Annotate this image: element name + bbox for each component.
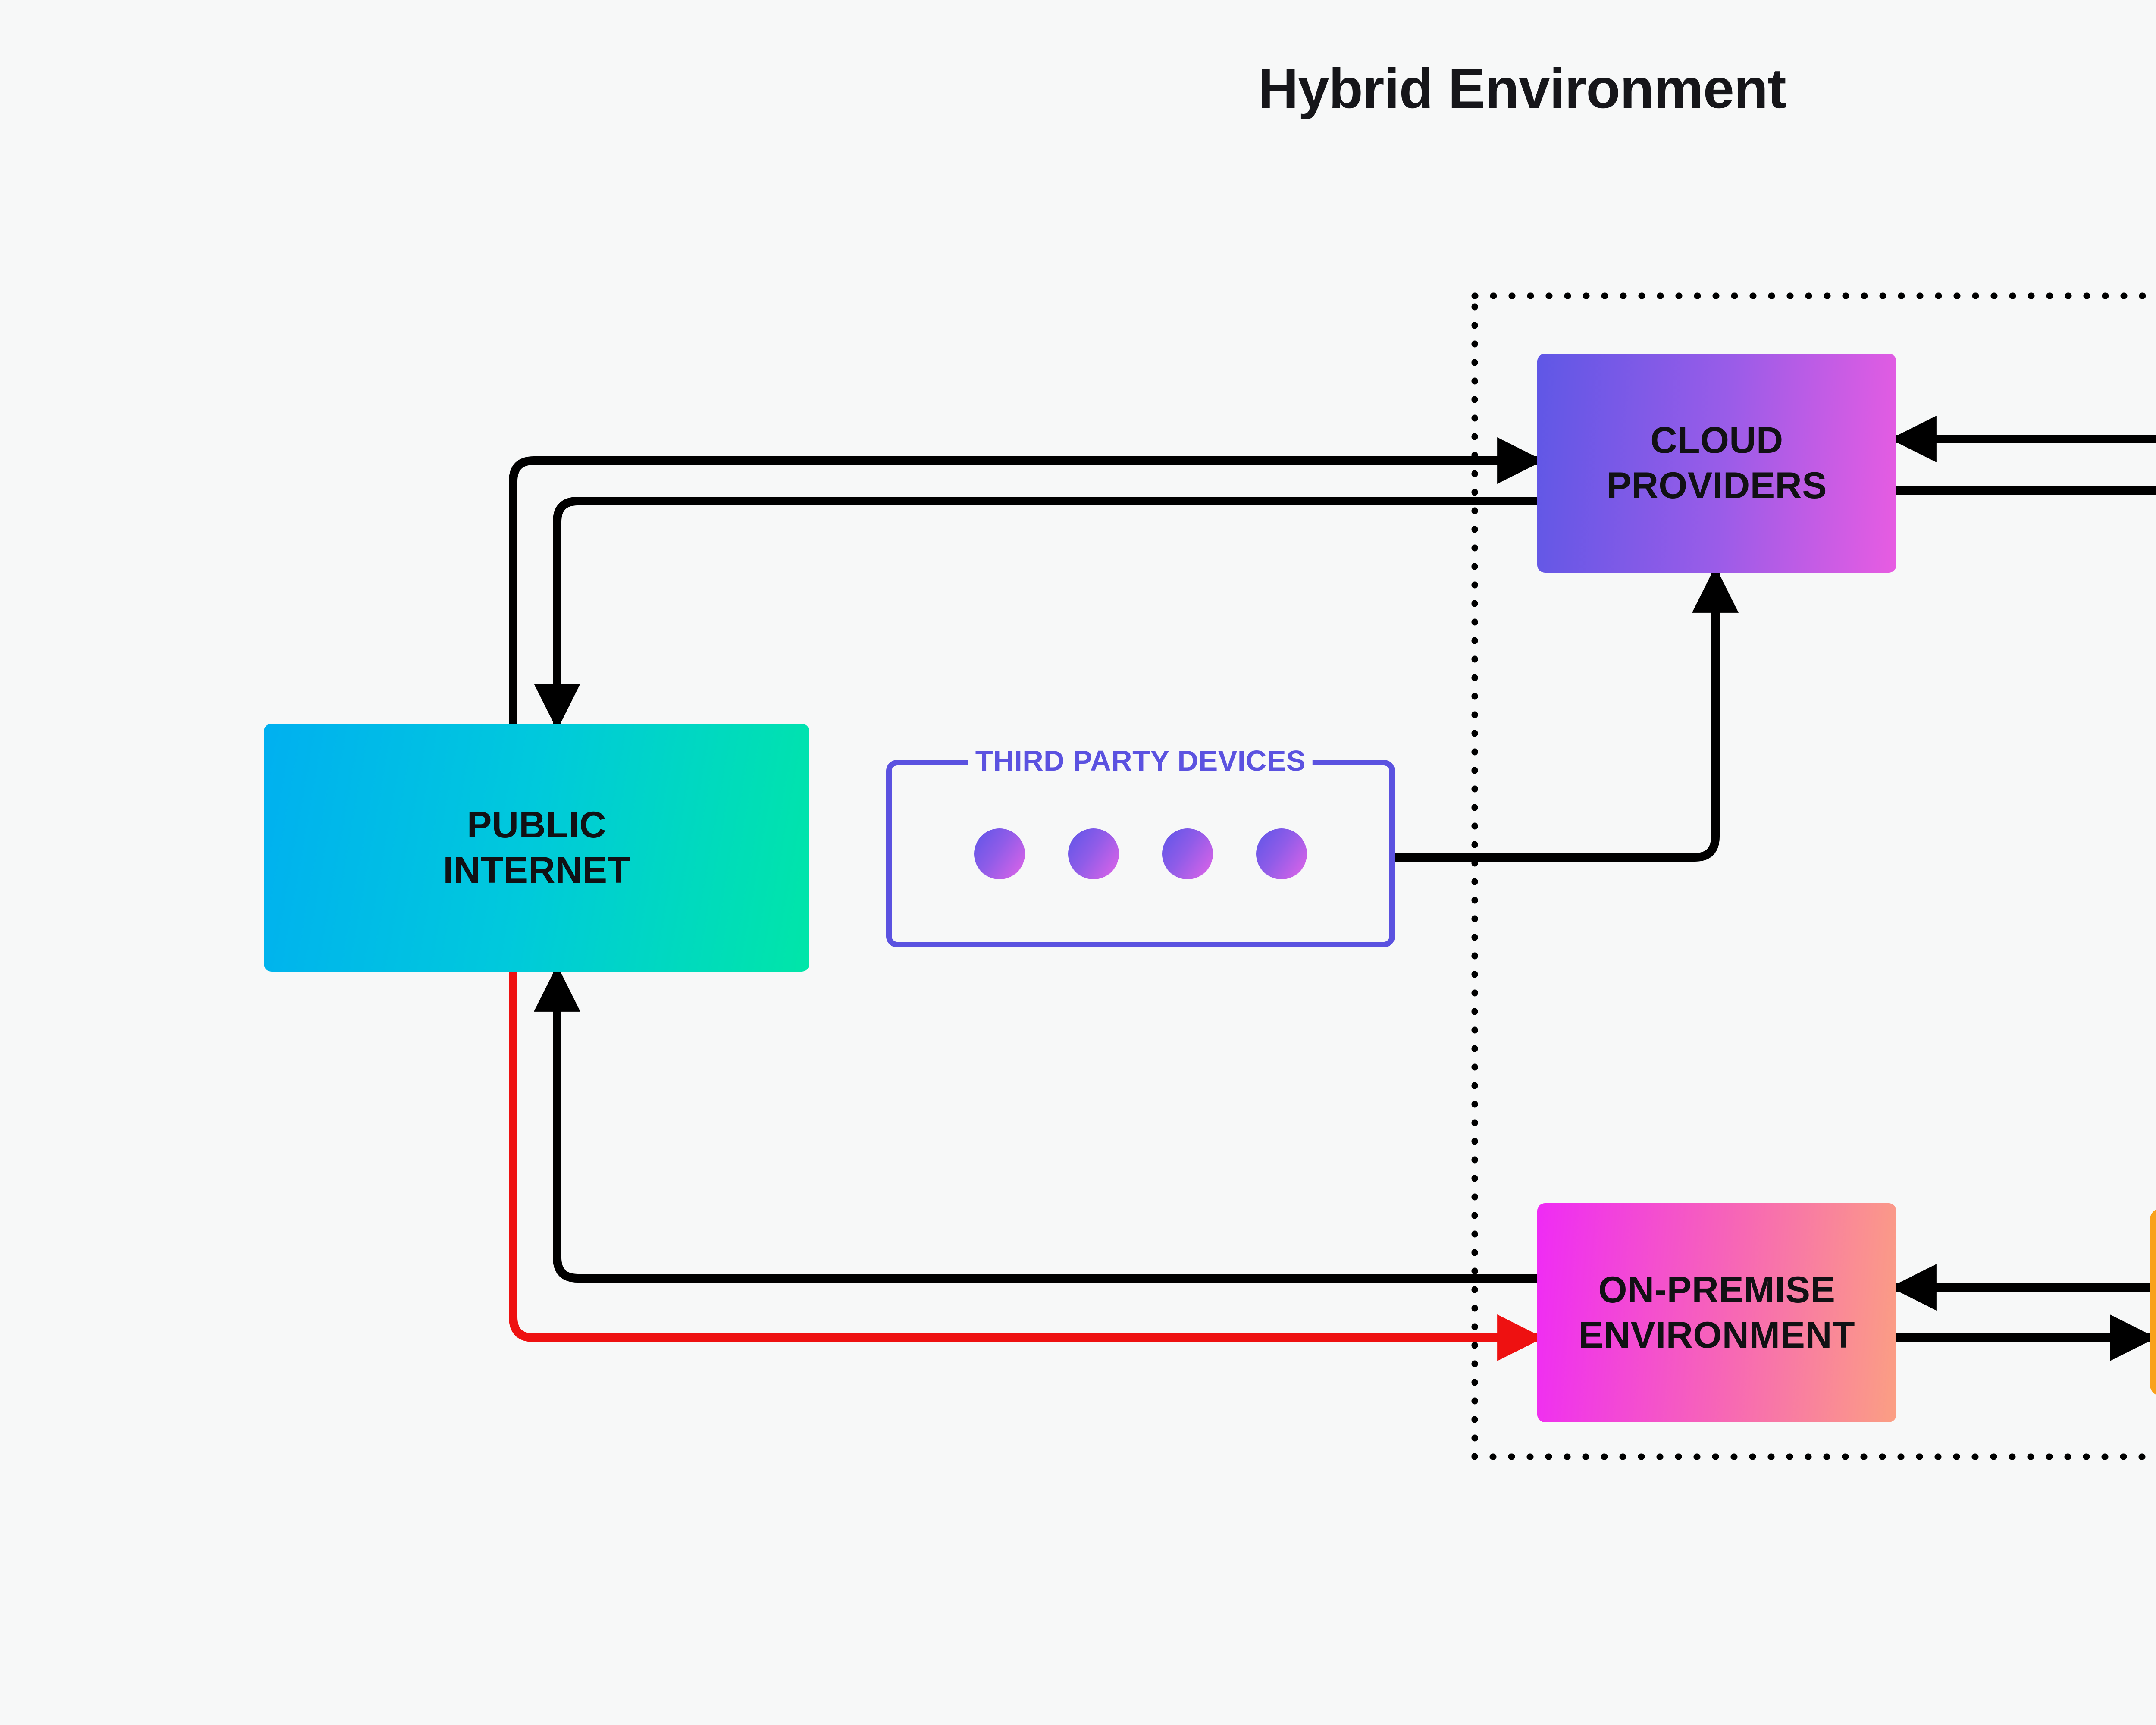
connector-cloud-providers-to-public-internet: [533, 497, 1537, 731]
third-party-device-list: [974, 828, 1307, 879]
node-public-internet-label-line-2: INTERNET: [443, 849, 630, 891]
node-on-premise-label-line-2: ENVIRONMENT: [1579, 1314, 1855, 1356]
third-party-device-icon[interactable]: [1256, 828, 1307, 879]
node-on-premise-environment[interactable]: ON-PREMISE ENVIRONMENT: [1537, 1203, 1896, 1422]
group-unmanaged-devices[interactable]: UNMANAGED DEVICES: [2150, 1208, 2156, 1396]
group-third-party-devices[interactable]: THIRD PARTY DEVICES: [886, 744, 1395, 947]
third-party-device-icon[interactable]: [1068, 828, 1119, 879]
node-cloud-providers[interactable]: CLOUD PROVIDERS: [1537, 354, 1896, 573]
third-party-device-icon[interactable]: [974, 828, 1025, 879]
node-cloud-providers-label-line-2: PROVIDERS: [1606, 465, 1827, 506]
connector-public-internet-to-on-premise: [509, 972, 1544, 1361]
node-cloud-providers-label-line-1: CLOUD: [1650, 420, 1783, 461]
node-on-premise-label-line-1: ON-PREMISE: [1598, 1269, 1836, 1311]
group-third-party-devices-label: THIRD PARTY DEVICES: [968, 744, 1313, 778]
connector-on-premise-to-public-internet: [533, 965, 1537, 1283]
node-public-internet[interactable]: PUBLIC INTERNET: [264, 724, 809, 972]
connector-third-party-devices-to-cloud-providers: [1395, 566, 1739, 862]
connector-public-internet-to-cloud-providers: [509, 437, 1544, 724]
node-public-internet-label-line-1: PUBLIC: [467, 804, 607, 846]
page-title: Hybrid Environment: [1258, 57, 1786, 120]
third-party-device-icon[interactable]: [1162, 828, 1213, 879]
